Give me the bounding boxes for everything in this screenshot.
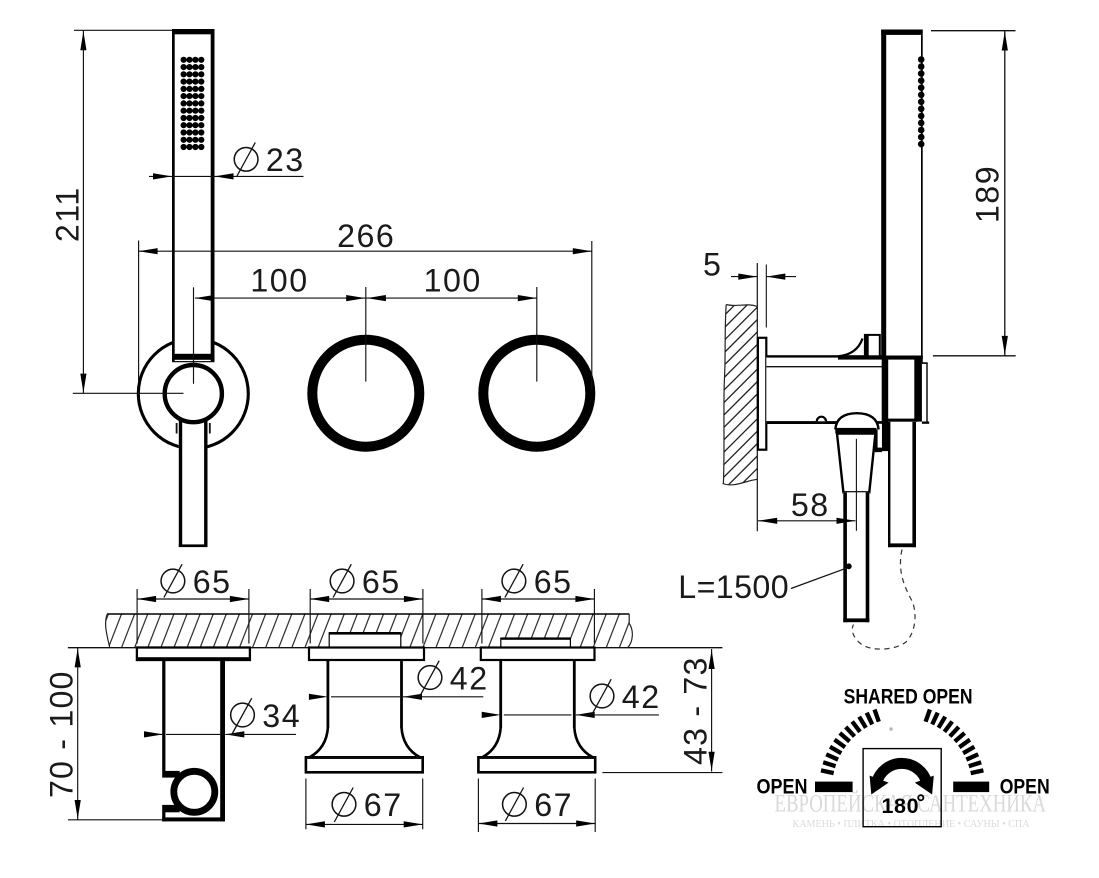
- svg-text:100: 100: [424, 263, 482, 299]
- svg-text:58: 58: [791, 487, 830, 523]
- svg-text:5: 5: [703, 246, 721, 282]
- svg-text:КАМЕНЬ • ПЛИТКА • ОТОПЛЕНИЕ •: КАМЕНЬ • ПЛИТКА • ОТОПЛЕНИЕ • САУНЫ • СП…: [793, 819, 1030, 830]
- svg-text:211: 211: [49, 186, 85, 242]
- svg-text:65: 65: [193, 564, 232, 600]
- svg-text:42: 42: [622, 679, 661, 715]
- svg-text:OPEN: OPEN: [757, 775, 808, 799]
- svg-text:70 - 100: 70 - 100: [44, 670, 80, 798]
- svg-text:OPEN: OPEN: [1000, 775, 1050, 799]
- svg-text:42: 42: [450, 660, 489, 696]
- svg-text:67: 67: [534, 787, 573, 823]
- svg-text:L=1500: L=1500: [678, 569, 789, 605]
- svg-text:180: 180: [881, 794, 919, 818]
- svg-text:SHARED OPEN: SHARED OPEN: [844, 685, 973, 709]
- svg-text:67: 67: [364, 787, 403, 823]
- svg-text:ЕВРОПЕЙСКАЯ САНТЕХНИКА: ЕВРОПЕЙСКАЯ САНТЕХНИКА: [775, 790, 1047, 818]
- svg-text:65: 65: [534, 564, 573, 600]
- svg-text:65: 65: [362, 564, 401, 600]
- svg-text:34: 34: [262, 698, 301, 734]
- svg-text:189: 189: [970, 165, 1006, 223]
- svg-text:23: 23: [266, 142, 305, 178]
- svg-text:100: 100: [250, 263, 308, 299]
- svg-text:43 - 73: 43 - 73: [677, 656, 713, 765]
- svg-text:266: 266: [337, 218, 395, 254]
